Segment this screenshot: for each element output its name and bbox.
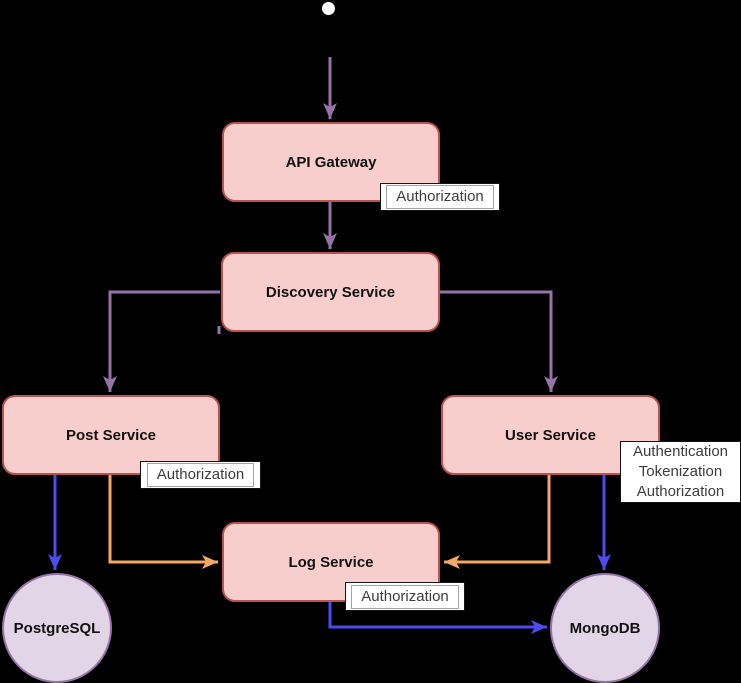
edge-log-service-to-mongodb	[328, 602, 547, 634]
edge-label-user-service-line-authentication: Authentication	[632, 443, 729, 460]
node-postgresql: PostgreSQL	[2, 573, 112, 683]
node-user-service-label: User Service	[505, 426, 596, 444]
edge-label-log-service-authorization-text: Authorization	[351, 584, 459, 609]
node-discovery-service-label: Discovery Service	[265, 283, 396, 301]
node-api-gateway-label: API Gateway	[285, 153, 377, 171]
edge-label-user-service-line-tokenization: Tokenization	[638, 463, 723, 480]
edge-label-user-service-auth-stack: Authentication Tokenization Authorizatio…	[620, 441, 741, 503]
edge-post-service-to-log-service	[108, 475, 218, 569]
edge-label-api-gateway-authorization: Authorization	[380, 183, 500, 211]
node-mongodb: MongoDB	[550, 573, 660, 683]
edge-user-service-to-log-service	[444, 475, 551, 569]
edge-label-post-service-authorization: Authorization	[140, 461, 261, 489]
edge-label-api-gateway-authorization-text: Authorization	[386, 185, 494, 209]
edge-label-user-service-line-authorization: Authorization	[636, 483, 725, 500]
start-node-dot	[322, 2, 335, 15]
edge-discovery-to-user-service	[440, 290, 558, 392]
edge-label-log-service-authorization: Authorization	[345, 582, 465, 611]
node-post-service-label: Post Service	[65, 426, 157, 444]
edge-discovery-to-post-service	[103, 290, 220, 392]
node-mongodb-label: MongoDB	[569, 619, 641, 637]
edge-label-post-service-authorization-text: Authorization	[146, 463, 255, 487]
node-discovery-service: Discovery Service	[221, 252, 440, 332]
node-log-service-label: Log Service	[288, 553, 374, 571]
node-postgresql-label: PostgreSQL	[13, 619, 101, 637]
